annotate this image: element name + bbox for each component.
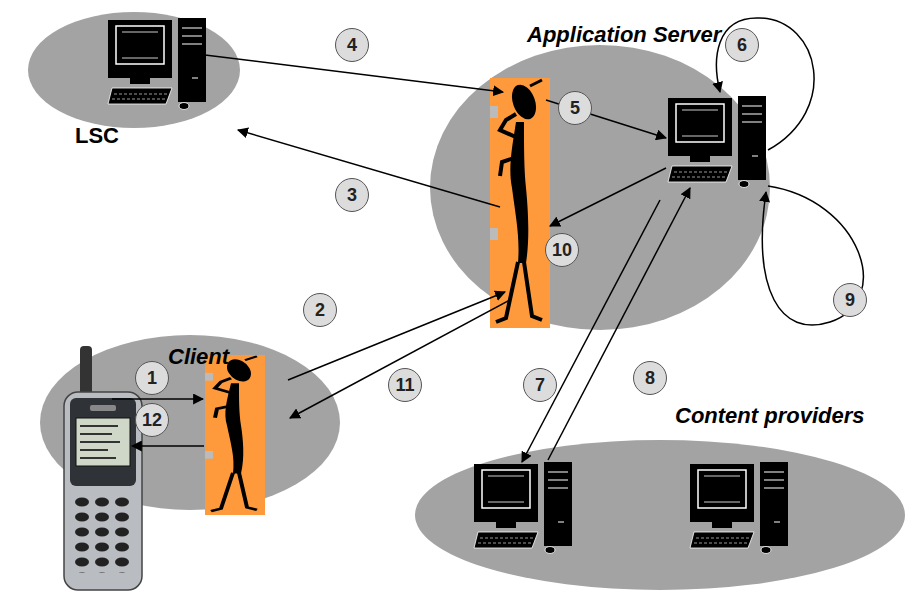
message-arrow [288, 292, 505, 380]
message-arrow [238, 130, 500, 207]
callout-number: 8 [633, 361, 667, 395]
callout-number: 7 [523, 368, 557, 402]
region-title: Client [168, 345, 229, 369]
callout-number: 11 [388, 368, 422, 402]
region-title: Application Server [527, 23, 721, 47]
callout-number: 12 [135, 403, 169, 437]
callout-number: 2 [303, 293, 337, 327]
callout-number: 10 [545, 233, 579, 267]
callout-number: 9 [833, 283, 867, 317]
callout-number: 1 [135, 361, 169, 395]
internal-arrows [112, 18, 863, 446]
callout-number: 6 [725, 28, 759, 62]
message-arrow [548, 188, 690, 460]
message-arrow [522, 200, 660, 462]
mobile-phone [64, 346, 142, 590]
callout-number: 3 [335, 178, 369, 212]
callout-number: 4 [335, 28, 369, 62]
region-title: Content providers [675, 404, 864, 428]
region-title: LSC [75, 124, 119, 148]
callout-number: 5 [558, 91, 592, 125]
